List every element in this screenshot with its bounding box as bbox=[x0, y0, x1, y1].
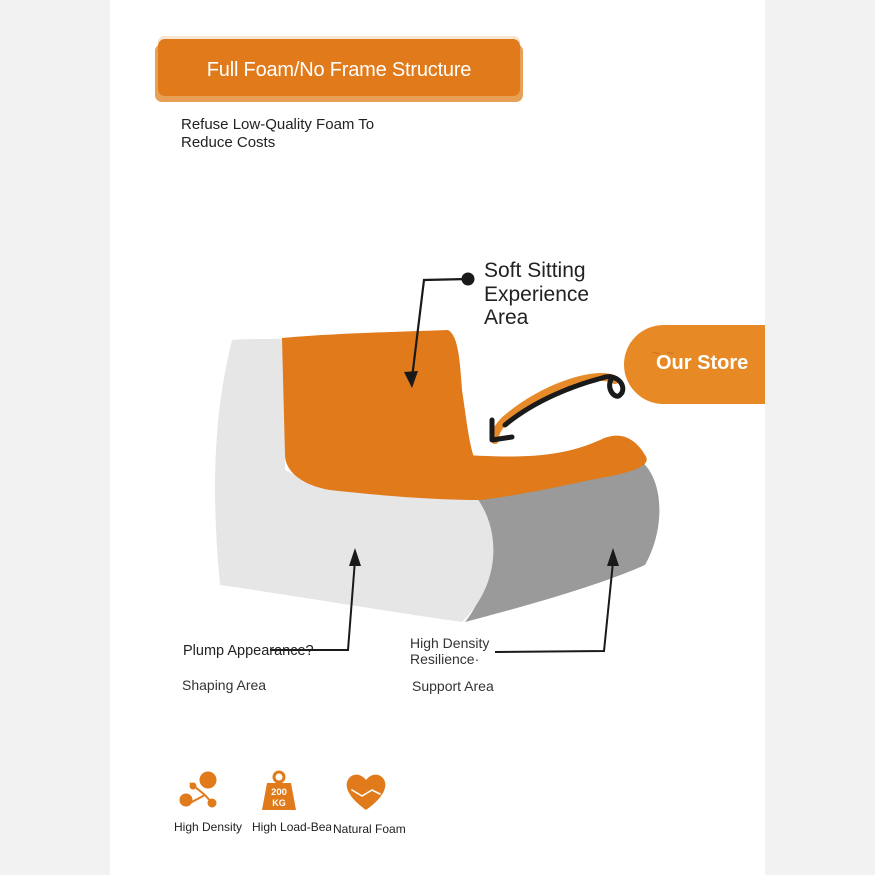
soft-area-pointer bbox=[410, 277, 469, 379]
density-arrowhead bbox=[607, 548, 619, 566]
feature-label-high-density: High Density bbox=[174, 820, 243, 834]
weight-icon-unit: KG bbox=[272, 798, 286, 808]
molecule-icon bbox=[179, 771, 217, 808]
store-watermark-mark: ~ ~ bbox=[652, 345, 676, 361]
support-foam bbox=[465, 460, 660, 622]
store-curve-arrow-shadow bbox=[490, 373, 619, 444]
soft-area-arrowhead bbox=[404, 371, 418, 388]
plump-arrowhead bbox=[349, 548, 361, 566]
subtitle: Refuse Low-Quality Foam To Reduce Costs bbox=[181, 116, 375, 151]
title-banner: Full Foam/No Frame Structure bbox=[155, 36, 523, 102]
feature-label-load-bearing: High Load-Bearing bbox=[252, 820, 353, 834]
feature-label-natural-foam: Natural Foam bbox=[331, 822, 406, 836]
backrest-cushion bbox=[282, 330, 485, 500]
store-badge-label[interactable]: Our Store bbox=[656, 352, 749, 374]
soft-area-dot bbox=[461, 272, 475, 286]
store-curve-arrow bbox=[502, 374, 626, 428]
seat-cushion bbox=[465, 435, 647, 500]
weight-icon bbox=[262, 770, 296, 810]
plump-label: Plump Appearance? bbox=[183, 643, 314, 659]
shaping-label: Shaping Area bbox=[182, 677, 267, 693]
density-pointer bbox=[494, 561, 614, 653]
store-badge[interactable] bbox=[624, 325, 765, 404]
banner-title: Full Foam/No Frame Structure bbox=[206, 59, 472, 81]
high-density-label: High Density Resilience· bbox=[410, 635, 490, 667]
plump-pointer bbox=[270, 559, 356, 651]
heart-hands-icon bbox=[346, 774, 386, 810]
weight-icon-value: 200 bbox=[271, 787, 287, 798]
store-curve-arrowhead bbox=[489, 417, 515, 443]
soft-area-label: Soft Sitting Experience Area bbox=[484, 259, 590, 329]
banner-face bbox=[158, 36, 520, 96]
support-label: Support Area bbox=[412, 678, 494, 694]
